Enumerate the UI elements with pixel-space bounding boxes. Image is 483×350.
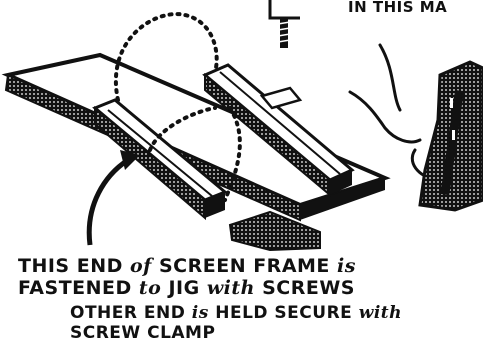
caption-line-2: FASTENED to JIG with SCREWS <box>18 277 355 299</box>
caption-line-1: THIS END of SCREEN FRAME is <box>18 255 356 277</box>
caption-line-4: SCREW CLAMP <box>70 323 215 343</box>
screw-icon <box>270 0 300 48</box>
held-frame-icon <box>420 62 483 210</box>
pointer-arrow <box>89 150 140 245</box>
top-caption: IN THIS MA <box>348 0 447 16</box>
caption-line-3: OTHER END is HELD SECURE with <box>70 303 402 323</box>
